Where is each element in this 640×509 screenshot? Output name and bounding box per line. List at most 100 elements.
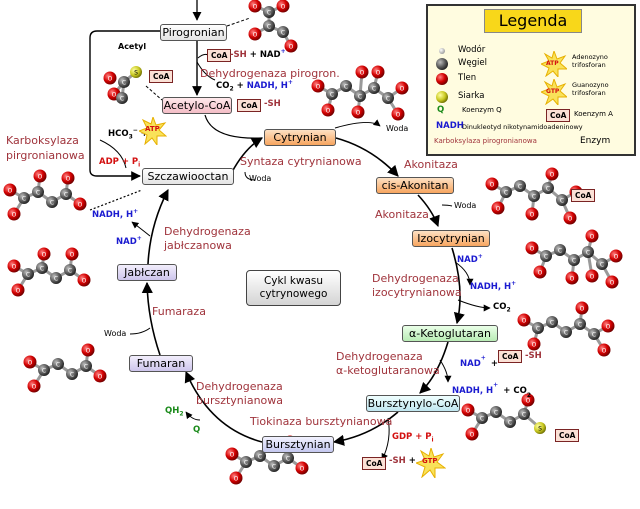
mdh-nadh-branch [131, 221, 151, 237]
atom-c [268, 460, 280, 472]
atom-o [321, 103, 335, 117]
legend-atp-2: trifosforan [572, 61, 606, 69]
atom-letter: O [12, 212, 17, 219]
ketoglutarate-node[interactable]: α-Ketoglutaran [402, 325, 498, 342]
acetyl-molecule-coa: CoA [149, 70, 174, 83]
atom-c [504, 416, 516, 428]
atom-letter: O [570, 276, 575, 283]
atom-c [532, 322, 544, 334]
atom-letter: C [558, 248, 562, 255]
atom-c [60, 188, 72, 200]
atom-letter: O [526, 398, 531, 405]
atom-c [568, 254, 580, 266]
atom-c [518, 408, 530, 420]
legend-panel: Legenda Wodór Węgiel Tlen Siarka Q Koenz… [426, 4, 636, 156]
atom-letter: S [134, 70, 138, 77]
atom-c [263, 20, 275, 32]
atom-letter: C [518, 184, 522, 191]
atom-letter: C [480, 416, 484, 423]
atom-letter: C [267, 10, 271, 17]
succinyl-coa-node[interactable]: Bursztynylo-CoA [366, 395, 460, 412]
cycle-arc-citrate-to-cis-aconitate [335, 137, 399, 177]
cycle-arc-to-oxaloacetate [147, 189, 169, 265]
atom-letter: O [82, 278, 87, 285]
atom-letter: C [50, 200, 54, 207]
atom-letter: C [578, 322, 582, 329]
atom-letter: O [550, 172, 555, 179]
succinate-node[interactable]: Bursztynian [262, 436, 334, 453]
pyruvate-node[interactable]: Pirogronian [160, 24, 227, 41]
atom-letter: O [606, 324, 611, 331]
cycle-title-line2: cytrynowego [259, 288, 328, 300]
acetyl-coa-coa-box: CoA [237, 99, 262, 112]
atom-c [582, 246, 594, 258]
atom-letter: C [560, 198, 564, 205]
malate-node[interactable]: Jabłczan [117, 264, 177, 281]
aconitase-water-in [441, 204, 453, 207]
idh-co2-text: CO [493, 302, 507, 312]
atom-o [33, 169, 47, 183]
atom-c [540, 250, 552, 262]
atom-o [391, 107, 405, 121]
atom-o [295, 461, 309, 475]
citrate-node[interactable]: Cytrynian [264, 129, 336, 146]
atom-letter: O [42, 252, 47, 259]
enzyme-akgdh-1: Dehydrogenaza [336, 350, 423, 363]
cis-aconitate-node[interactable]: cis-Akonitan [376, 177, 454, 194]
atom-letter: O [32, 384, 37, 391]
atom-letter: C [267, 24, 271, 31]
atom-c [277, 26, 289, 38]
carboxylase-bypass-path [89, 30, 160, 181]
atom-c [38, 364, 50, 376]
atom-letter: O [38, 174, 43, 181]
fumarate-node[interactable]: Fumaran [129, 355, 193, 372]
atom-s [534, 422, 546, 434]
legend-atp-symbol: ATP [546, 60, 559, 67]
atom-letter: O [28, 360, 33, 367]
adp-pi-label: ADP + Pi [99, 157, 140, 169]
atom-letter: C [258, 454, 262, 461]
atom-letter: O [230, 452, 235, 459]
atom-o [65, 247, 79, 261]
adp-pi-sub: i [138, 161, 141, 169]
atom-letter: O [590, 274, 595, 281]
idh-nad-sup: + [477, 253, 483, 260]
oxaloacetate-node[interactable]: Szczawiooctan [142, 168, 234, 185]
atom-o [585, 269, 599, 283]
akgdh-co2: + CO [503, 386, 527, 396]
idh-co2-branch [457, 299, 491, 312]
atom-c [116, 92, 128, 104]
isocitrate-node[interactable]: Izocytrynian [412, 230, 490, 247]
atom-letter: O [532, 342, 537, 349]
atom-letter: C [120, 96, 124, 103]
idh-nad: NAD+ [457, 253, 483, 265]
atom-o [461, 403, 475, 417]
atom-c [528, 190, 540, 202]
atom-o [575, 301, 589, 315]
atom-c [500, 186, 512, 198]
pdh-products: CO2 + NADH, H+ [216, 79, 293, 93]
hco3-sup: − [132, 127, 138, 134]
atom-letter: C [600, 262, 604, 269]
acetyl-coa-node[interactable]: Acetylo-CoA [162, 97, 232, 114]
atom-c [66, 368, 78, 380]
gdp-pi-label: GDP + Pi [392, 432, 434, 444]
cycle-arc-to-isocitrate [417, 194, 440, 228]
enzyme-akgdh-2: α-ketoglutaranowa [336, 364, 440, 377]
atom-letter: C [544, 254, 548, 261]
enzyme-citrate-synthase: Syntaza cytrynianowa [240, 155, 362, 168]
idh-co2-sub: 2 [506, 306, 511, 314]
atom-c [282, 452, 294, 464]
atom-c [22, 268, 34, 280]
atom-o [533, 265, 547, 279]
atom-letter: C [272, 464, 276, 471]
atom-o [81, 343, 95, 357]
cycle-title-line1: Cykl kwasu [263, 275, 324, 287]
atom-o [395, 81, 409, 95]
pdh-nad-sup: + [280, 48, 286, 55]
